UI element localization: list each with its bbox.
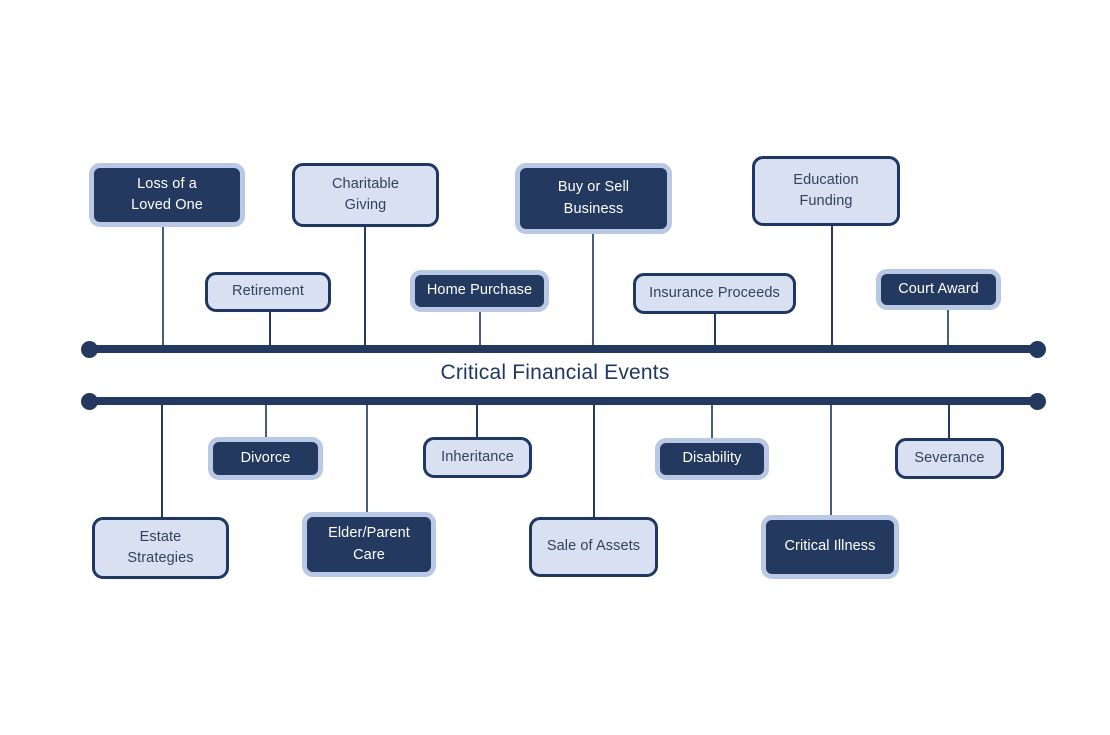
- event-node-education-funding[interactable]: Education Funding: [752, 156, 900, 226]
- event-node-divorce[interactable]: Divorce: [208, 437, 323, 480]
- event-node-label: Sale of Assets: [546, 538, 641, 555]
- event-node-estate-strategies[interactable]: Estate Strategies: [92, 517, 229, 579]
- connector-charitable-giving: [364, 227, 366, 349]
- connector-court-award: [947, 310, 949, 349]
- event-node-home-purchase[interactable]: Home Purchase: [410, 270, 549, 312]
- page-title: Critical Financial Events: [440, 361, 670, 384]
- event-node-label: Disability: [682, 450, 742, 467]
- event-node-label: Loss of a Loved One: [131, 175, 203, 213]
- event-node-elder-parent-care[interactable]: Elder/Parent Care: [302, 512, 436, 577]
- event-node-court-award[interactable]: Court Award: [876, 269, 1001, 310]
- connector-critical-illness: [830, 401, 832, 515]
- connector-loss-of-a-loved-one: [162, 227, 164, 349]
- connector-retirement: [269, 312, 271, 349]
- event-node-inheritance[interactable]: Inheritance: [423, 437, 532, 478]
- event-node-buy-or-sell-business[interactable]: Buy or Sell Business: [515, 163, 672, 234]
- connector-insurance-proceeds: [714, 314, 716, 349]
- event-node-disability[interactable]: Disability: [655, 438, 769, 480]
- event-node-label: Court Award: [898, 280, 979, 297]
- event-node-sale-of-assets[interactable]: Sale of Assets: [529, 517, 658, 577]
- connector-severance: [948, 401, 950, 438]
- event-node-label: Retirement: [232, 283, 304, 300]
- connector-inheritance: [476, 401, 478, 437]
- connector-estate-strategies: [161, 401, 163, 517]
- event-node-label: Insurance Proceeds: [649, 284, 780, 301]
- connector-home-purchase: [479, 312, 481, 349]
- connector-elder-parent-care: [366, 401, 368, 512]
- event-node-label: Charitable Giving: [331, 175, 400, 213]
- event-node-label: Elder/Parent Care: [328, 525, 410, 563]
- event-node-retirement[interactable]: Retirement: [205, 272, 331, 312]
- event-node-critical-illness[interactable]: Critical Illness: [761, 515, 899, 579]
- connector-divorce: [265, 401, 267, 437]
- event-node-label: Critical Illness: [784, 538, 876, 555]
- event-node-charitable-giving[interactable]: Charitable Giving: [292, 163, 439, 227]
- connector-disability: [711, 401, 713, 438]
- event-node-label: Estate Strategies: [127, 528, 194, 566]
- event-node-label: Home Purchase: [426, 282, 533, 299]
- lower-timeline: [89, 397, 1037, 405]
- lower-timeline-endpoint-left: [81, 393, 98, 410]
- lower-timeline-endpoint-right: [1029, 393, 1046, 410]
- event-node-label: Education Funding: [793, 171, 859, 209]
- event-node-insurance-proceeds[interactable]: Insurance Proceeds: [633, 273, 796, 314]
- event-node-label: Buy or Sell Business: [557, 179, 630, 217]
- connector-sale-of-assets: [593, 401, 595, 517]
- upper-timeline-endpoint-right: [1029, 341, 1046, 358]
- event-node-label: Severance: [914, 449, 985, 466]
- event-node-label: Divorce: [240, 449, 291, 466]
- event-node-loss-of-a-loved-one[interactable]: Loss of a Loved One: [89, 163, 245, 227]
- event-node-label: Inheritance: [441, 448, 514, 465]
- event-node-severance[interactable]: Severance: [895, 438, 1004, 479]
- connector-education-funding: [831, 226, 833, 349]
- upper-timeline-endpoint-left: [81, 341, 98, 358]
- connector-buy-or-sell-business: [592, 234, 594, 349]
- upper-timeline: [89, 345, 1037, 353]
